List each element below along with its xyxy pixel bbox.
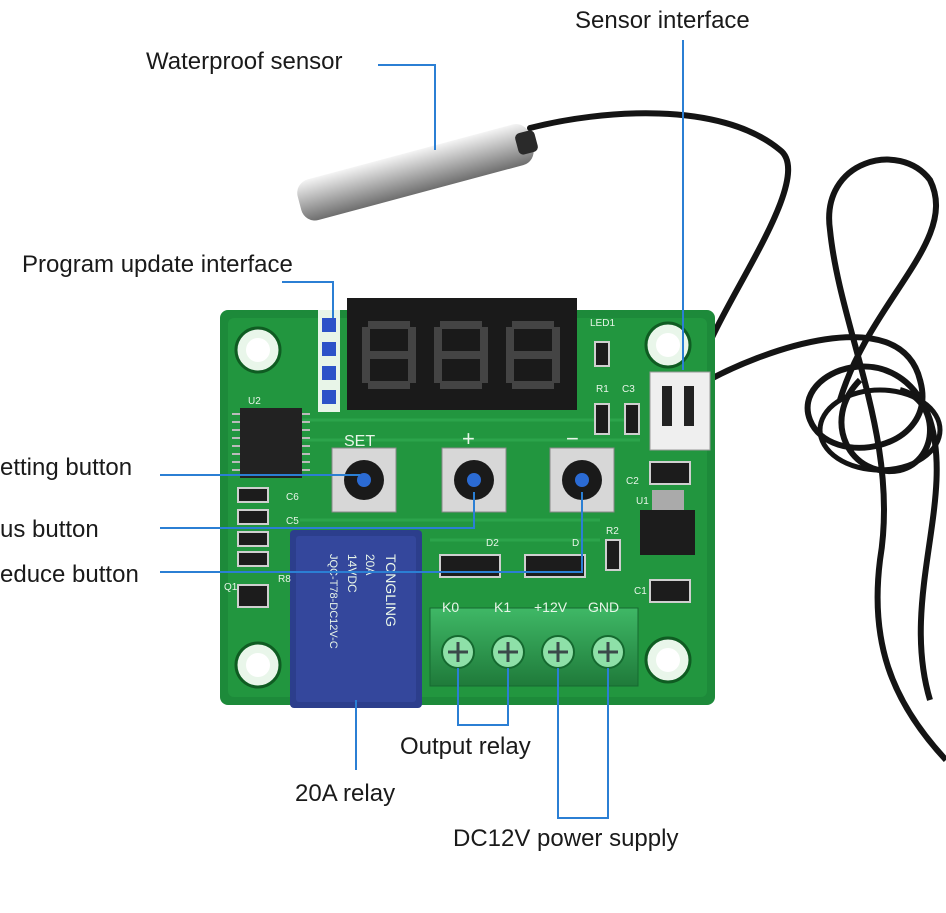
silk-c6: C6 [286,492,299,503]
set-button [331,447,397,513]
label-plus-button: us button [0,516,99,543]
leader-waterproof [378,64,436,150]
silk-r8: R8 [278,574,291,585]
ic-u2 [232,408,310,478]
silk-c1: C1 [634,586,647,597]
leader-plus [160,492,475,529]
label-power-supply: DC12V power supply [453,825,679,852]
label-waterproof-sensor: Waterproof sensor [146,48,343,75]
relay-text-voltage: 14VDC [345,554,359,593]
silk-gnd: GND [588,599,619,615]
program-header [318,310,340,412]
silk-k0: K0 [442,599,459,615]
leader-power [557,668,609,819]
seven-segment-display [347,298,577,410]
silk-d: D [572,538,579,549]
silk-u2: U2 [248,396,261,407]
regulator-u1 [640,490,695,555]
terminal-block [429,607,639,687]
label-program-update-interface: Program update interface [22,251,293,278]
plus-button [441,447,507,513]
label-setting-button: etting button [0,454,133,481]
relay-text-brand: TONGLING [383,554,399,627]
leader-reduce [160,492,583,573]
label-sensor-interface: Sensor interface [575,7,750,34]
silk-q1: Q1 [224,582,238,593]
label-20a-relay: 20A relay [295,780,396,807]
relay-text-current: 20A [363,554,377,575]
silk-c3: C3 [622,384,635,395]
waterproof-probe [297,124,538,221]
sensor-connector [649,371,711,451]
label-reduce-button: educe button [0,561,139,588]
silk-c2: C2 [626,476,639,487]
silk-minus: − [566,426,579,451]
silk-12v: +12V [534,599,568,615]
silk-c5: C5 [286,516,299,527]
label-output-relay: Output relay [400,733,531,760]
leader-output-relay [457,668,509,726]
silk-k1: K1 [494,599,511,615]
relay-text-model: JQC-T78-DC12V-C [327,554,339,649]
silk-r2: R2 [606,526,619,537]
leader-lines [160,40,684,819]
silk-plus: + [462,426,475,451]
silk-d2: D2 [486,538,499,549]
silk-led1: LED1 [590,318,615,329]
silk-set: SET [344,433,375,450]
leader-program [282,281,334,318]
sensor-cable [527,110,791,378]
cable-coil [698,156,946,763]
silk-r1: R1 [596,384,609,395]
silk-u1: U1 [636,496,649,507]
relay-20a [290,530,422,708]
